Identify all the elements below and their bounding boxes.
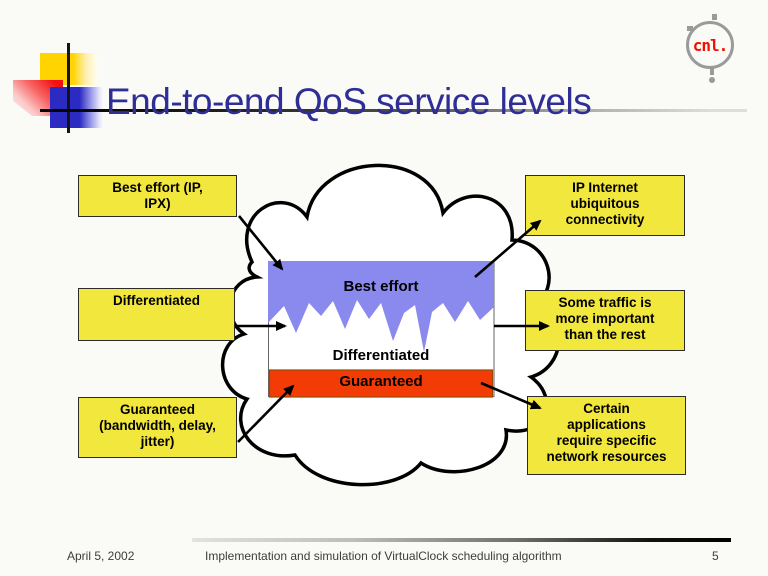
- callout-guaranteed: Guaranteed (bandwidth, delay, jitter): [78, 397, 237, 458]
- logo-tick-icon: [710, 68, 714, 75]
- slide-title: End-to-end QoS service levels: [106, 80, 592, 122]
- logo-tick-icon: [712, 14, 717, 20]
- footer-presentation-title: Implementation and simulation of Virtual…: [205, 549, 562, 563]
- cloud-layer-guaranteed-label: Guaranteed: [339, 373, 423, 390]
- cnl-logo-text: cnl.: [692, 35, 729, 55]
- cnl-logo-icon: cnl.: [686, 21, 734, 69]
- arrow-best-effort-to-cloud: [237, 215, 284, 271]
- logo-dot-icon: [709, 77, 715, 83]
- callout-certain-applications: Certain applications require specific ne…: [527, 396, 686, 475]
- cloud-layer-differentiated-label: Differentiated: [332, 347, 430, 364]
- arrow-cloud-to-certain-applications: [480, 381, 542, 410]
- footer-page-number: 5: [712, 549, 719, 563]
- cloud-layer-best-effort-label: Best effort: [343, 278, 419, 295]
- footer-date: April 5, 2002: [67, 549, 135, 563]
- callout-ip-internet: IP Internet ubiquitous connectivity: [525, 175, 685, 236]
- arrow-cloud-to-ip-internet: [474, 219, 542, 278]
- best-effort-shape: [268, 261, 494, 352]
- arrow-guaranteed-to-cloud: [237, 384, 295, 443]
- guaranteed-bar: [268, 369, 494, 398]
- callout-some-traffic: Some traffic is more important than the …: [525, 290, 685, 351]
- decoration-blue-square: [50, 87, 104, 128]
- callout-differentiated: Differentiated: [78, 288, 235, 341]
- callout-best-effort: Best effort (IP, IPX): [78, 175, 237, 217]
- title-underline: [40, 109, 747, 112]
- footer-rule: [192, 538, 731, 542]
- logo-tick-icon: [687, 26, 693, 31]
- decoration-vertical-line: [67, 43, 70, 133]
